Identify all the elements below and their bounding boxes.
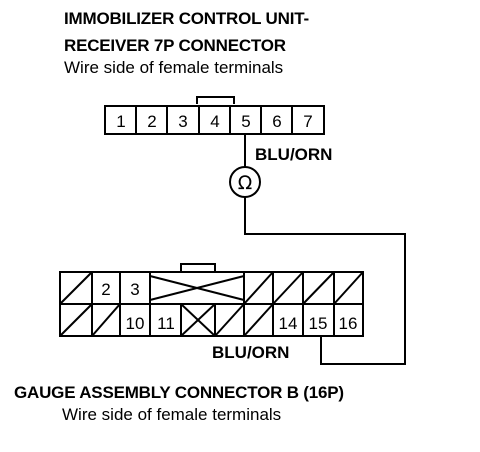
top-connector-body (104, 105, 325, 135)
bottom-connector-latch (180, 263, 216, 272)
wire-label-top: BLU/ORN (255, 145, 332, 164)
top-connector-subtitle: Wire side of female terminals (64, 58, 284, 77)
bottom-connector-subtitle: Wire side of female terminals (62, 405, 282, 424)
bottom-pin-11: 11 (157, 314, 175, 333)
ohm-symbol: Ω (238, 172, 253, 194)
top-pin-4: 4 (210, 112, 219, 131)
top-connector-title-line2: RECEIVER 7P CONNECTOR (64, 36, 286, 55)
bottom-connector-title: GAUGE ASSEMBLY CONNECTOR B (16P) (14, 383, 344, 402)
bottom-connector (59, 263, 364, 337)
wire-meter-to-bottom (244, 197, 406, 365)
top-connector (104, 96, 325, 135)
top-pin-2: 2 (147, 112, 156, 131)
top-pin-3: 3 (178, 112, 187, 131)
bottom-pin-15: 15 (309, 314, 328, 333)
wire-label-bottom: BLU/ORN (212, 343, 289, 362)
bottom-pin-2: 2 (101, 280, 110, 299)
top-connector-title-line1: IMMOBILIZER CONTROL UNIT- (64, 9, 309, 28)
top-pin-7: 7 (303, 112, 312, 131)
bottom-pin-3: 3 (130, 280, 139, 299)
bottom-pin-14: 14 (279, 314, 298, 333)
bottom-pin-16: 16 (339, 314, 358, 333)
top-pin-6: 6 (272, 112, 281, 131)
top-connector-latch (196, 96, 235, 104)
top-pin-5: 5 (241, 112, 250, 131)
bottom-pin-10: 10 (126, 314, 145, 333)
top-pin-1: 1 (116, 112, 125, 131)
